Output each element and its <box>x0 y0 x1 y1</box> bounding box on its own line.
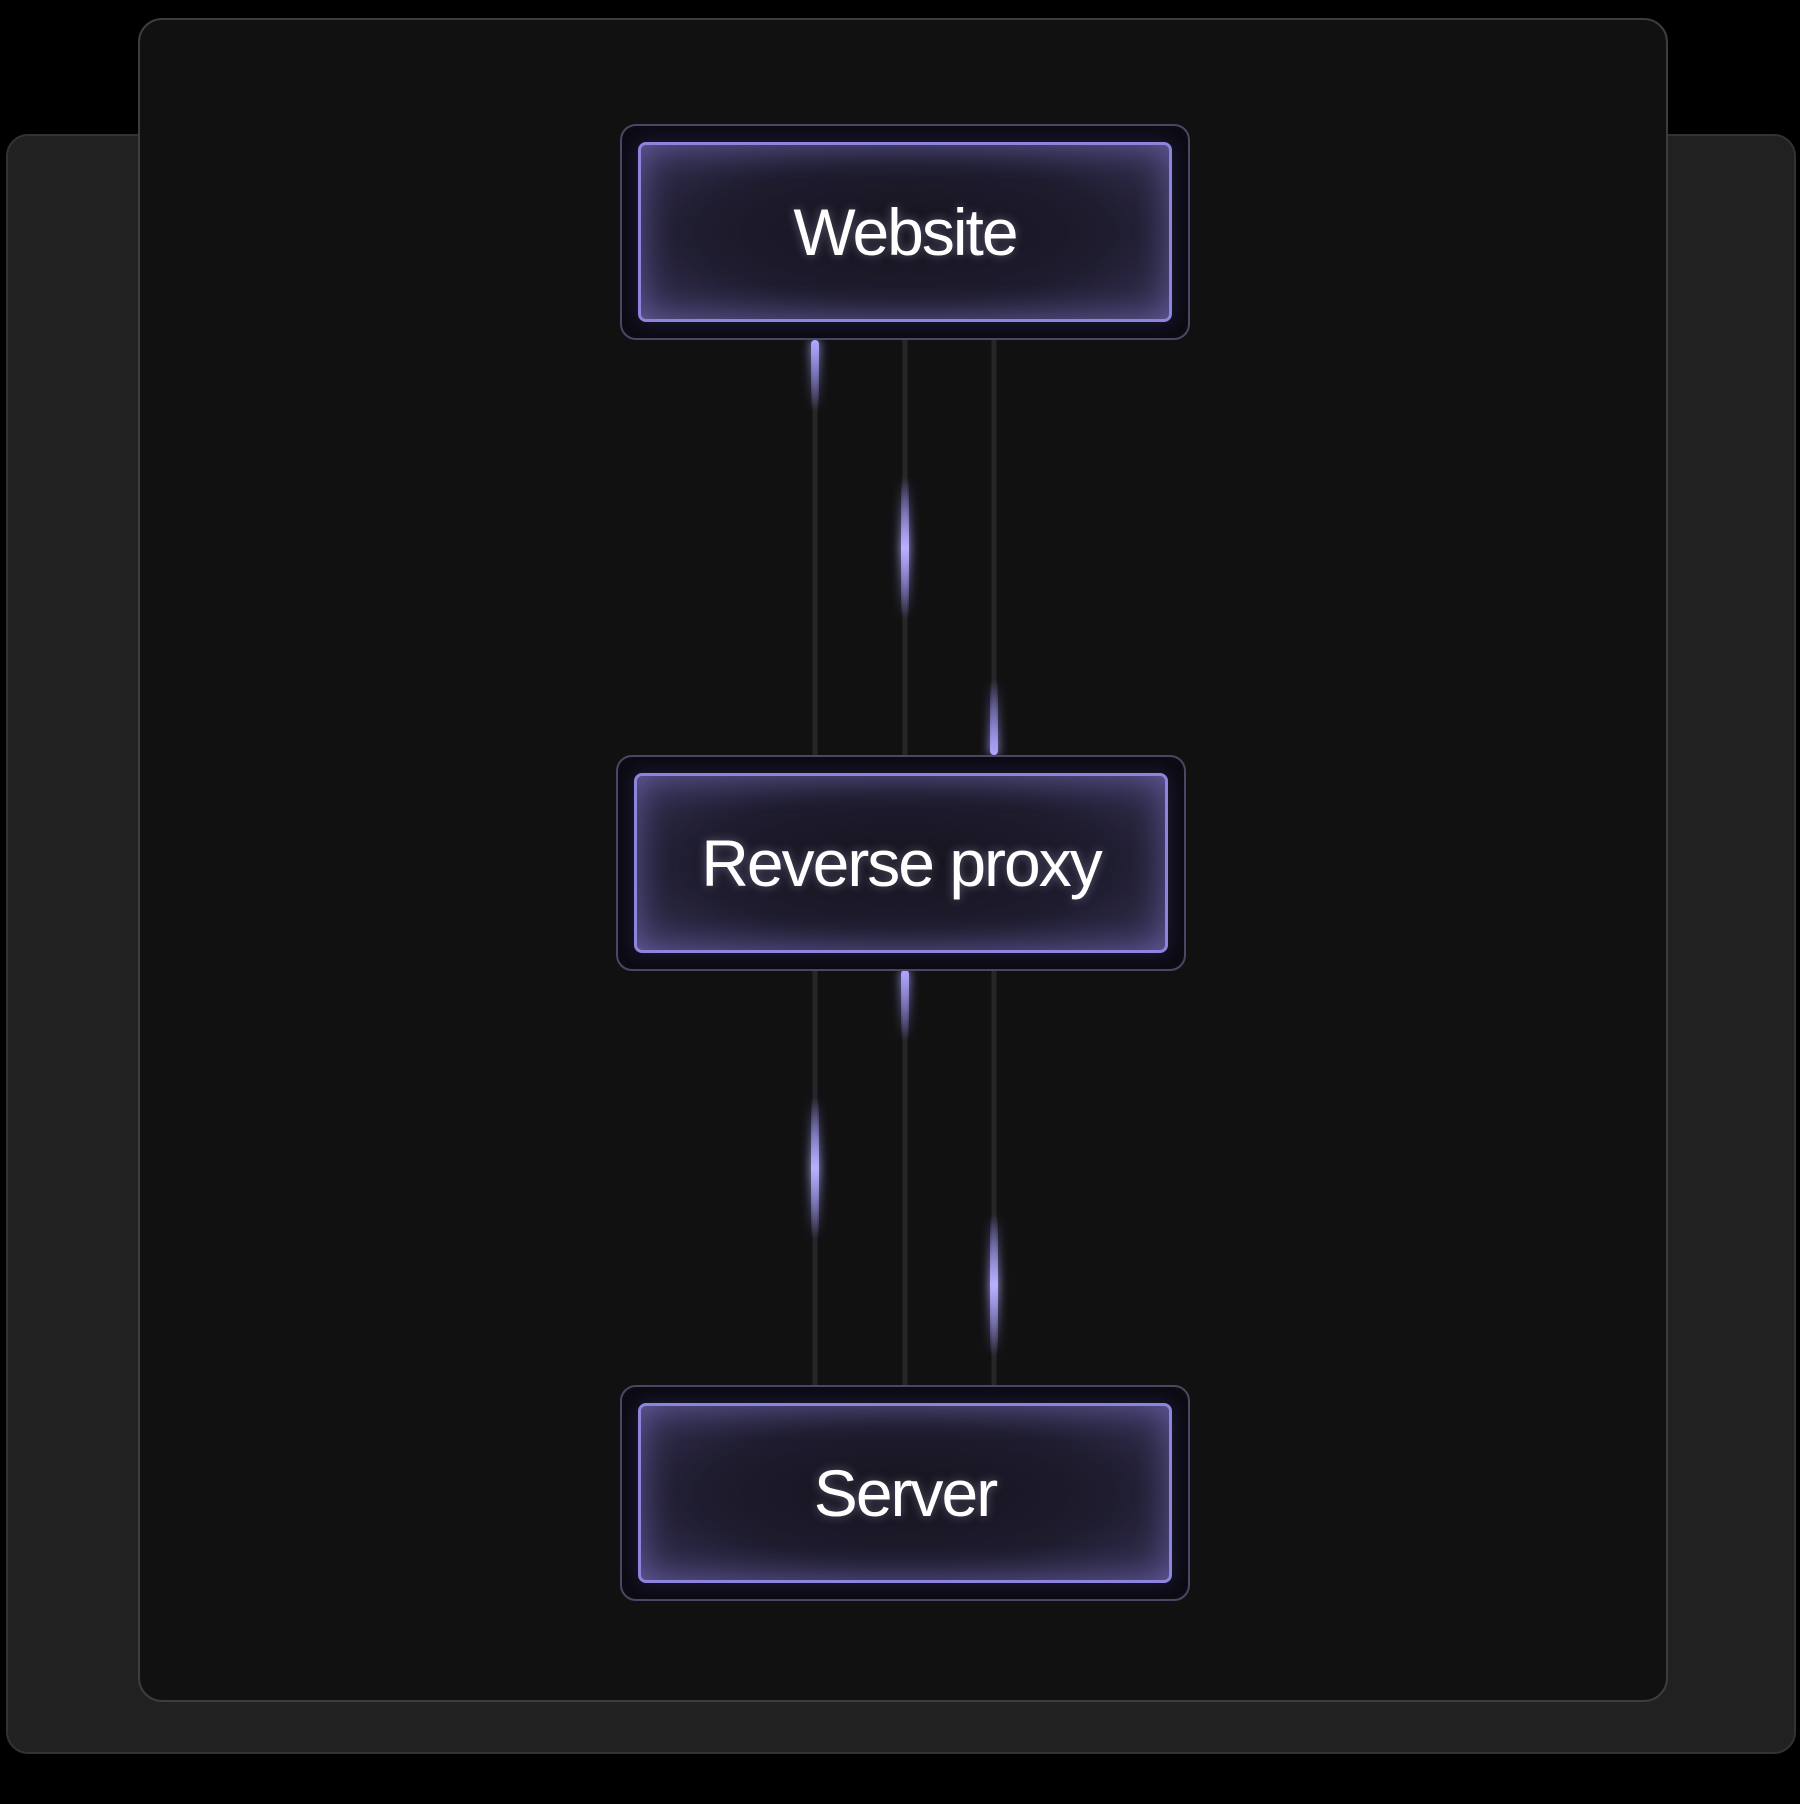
edge-website-to-reverse-proxy <box>811 340 998 755</box>
server-node-box: Server <box>638 1403 1172 1583</box>
website-node-label: Website <box>793 195 1018 269</box>
data-pulse <box>990 1215 998 1355</box>
website-node: Website <box>620 124 1190 340</box>
reverse-proxy-node-label: Reverse proxy <box>701 826 1102 900</box>
data-pulse <box>901 970 909 1040</box>
server-node: Server <box>620 1385 1190 1601</box>
website-node-box: Website <box>638 142 1172 322</box>
edge-reverse-proxy-to-server <box>811 970 998 1385</box>
data-pulse <box>811 340 819 410</box>
data-pulse <box>811 1098 819 1238</box>
data-pulse <box>901 478 909 618</box>
reverse-proxy-node: Reverse proxy <box>616 755 1186 971</box>
data-pulse <box>990 680 998 755</box>
server-node-label: Server <box>813 1456 998 1530</box>
reverse-proxy-node-box: Reverse proxy <box>634 773 1168 953</box>
